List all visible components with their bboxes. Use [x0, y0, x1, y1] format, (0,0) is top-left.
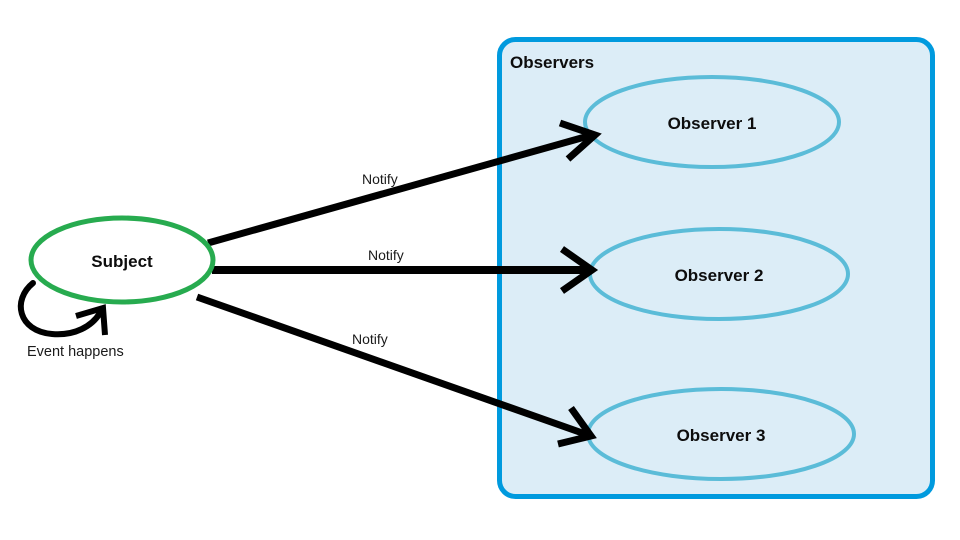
notify-edge-1-line: [207, 131, 593, 247]
subject-self-loop-path: [17, 280, 103, 338]
notify-edge-2-arrowhead: [559, 246, 599, 294]
observer-3-label: Observer 3: [677, 426, 766, 445]
subject-self-loop-arrowhead: [75, 304, 108, 336]
notify-edge-3-arrowhead: [557, 405, 597, 448]
notify-edge-3[interactable]: [195, 293, 597, 448]
observer-1-ellipse[interactable]: [583, 75, 841, 169]
observer-2-label: Observer 2: [675, 266, 764, 285]
notify-edge-2[interactable]: [212, 246, 599, 294]
observer-1-label: Observer 1: [668, 114, 757, 133]
observers-group-title: Observers: [510, 53, 594, 72]
subject-label: Subject: [91, 252, 153, 271]
notify-edge-3-label: Notify: [352, 331, 388, 347]
notify-edge-1-arrowhead: [558, 119, 602, 162]
notify-edge-1[interactable]: [207, 119, 602, 247]
subject-self-loop[interactable]: [17, 280, 108, 338]
event-happens-label: Event happens: [27, 344, 124, 360]
notify-edge-3-line: [195, 293, 590, 439]
notify-edge-1-label: Notify: [362, 171, 398, 187]
notify-edge-2-label: Notify: [368, 247, 404, 263]
subject-ellipse[interactable]: [28, 215, 216, 305]
